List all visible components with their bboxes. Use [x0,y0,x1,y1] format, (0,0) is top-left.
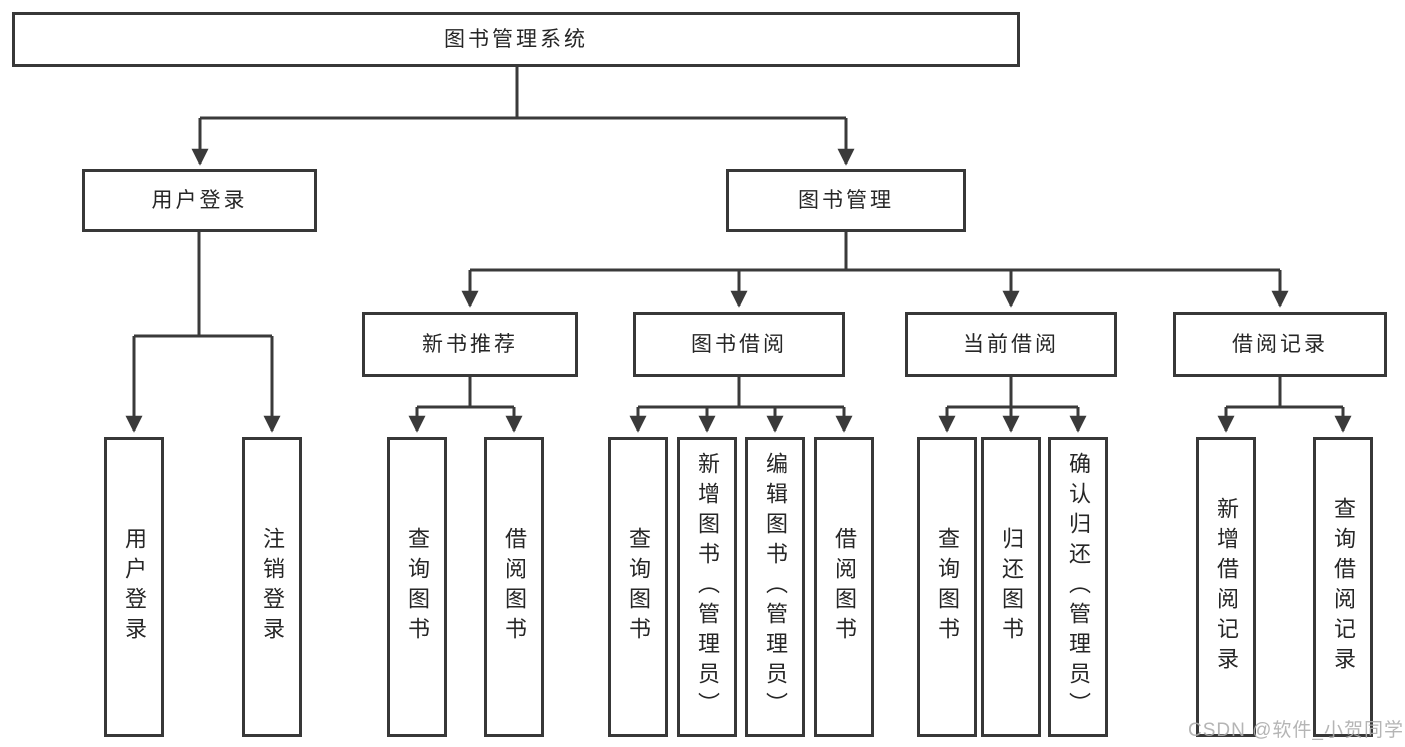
leaf-query-books-current-label: 查询图书 [935,527,960,647]
node-new-book-recommend: 新书推荐 [362,312,578,377]
node-user-login-label: 用户登录 [151,189,248,212]
leaf-borrow-books-recommend-label: 借阅图书 [502,527,527,647]
leaf-query-borrow-record-label: 查询借阅记录 [1331,497,1356,677]
leaf-user-login-label: 用户登录 [122,527,147,647]
leaf-query-books-current: 查询图书 [917,437,977,737]
leaf-confirm-return-admin: 确认归还（管理员） [1048,437,1108,737]
node-user-login: 用户登录 [82,169,317,232]
node-current-borrow-label: 当前借阅 [963,333,1059,356]
node-library-system: 图书管理系统 [12,12,1020,67]
leaf-borrow-books-recommend: 借阅图书 [484,437,544,737]
leaf-logout-label: 注销登录 [260,527,285,647]
connector-new-book-to-leaves [408,377,523,433]
connector-current-borrow-to-leaves [938,377,1087,433]
leaf-borrow-books: 借阅图书 [814,437,874,737]
leaf-query-books-borrow: 查询图书 [608,437,668,737]
connector-book-management-to-level3 [461,232,1289,308]
leaf-add-borrow-record-label: 新增借阅记录 [1214,497,1239,677]
leaf-query-books-recommend-label: 查询图书 [405,527,430,647]
leaf-add-book-admin-label: 新增图书（管理员） [695,452,720,722]
connector-root-to-level2 [191,67,855,166]
leaf-query-borrow-record: 查询借阅记录 [1313,437,1373,737]
node-current-borrow: 当前借阅 [905,312,1117,377]
node-borrow-records-label: 借阅记录 [1232,333,1328,356]
node-borrow-records: 借阅记录 [1173,312,1387,377]
node-book-borrow: 图书借阅 [633,312,845,377]
leaf-return-book-label: 归还图书 [999,527,1024,647]
leaf-user-login: 用户登录 [104,437,164,737]
node-library-system-label: 图书管理系统 [444,28,588,51]
leaf-query-books-borrow-label: 查询图书 [626,527,651,647]
leaf-confirm-return-admin-label: 确认归还（管理员） [1066,452,1091,722]
leaf-query-books-recommend: 查询图书 [387,437,447,737]
connector-user-login-to-leaves [125,232,281,433]
leaf-add-book-admin: 新增图书（管理员） [677,437,737,737]
leaf-return-book: 归还图书 [981,437,1041,737]
node-new-book-recommend-label: 新书推荐 [422,333,518,356]
leaf-edit-book-admin-label: 编辑图书（管理员） [763,452,788,722]
node-book-borrow-label: 图书借阅 [691,333,787,356]
leaf-edit-book-admin: 编辑图书（管理员） [745,437,805,737]
connector-borrow-records-to-leaves [1217,377,1352,433]
connector-book-borrow-to-leaves [629,377,853,433]
leaf-add-borrow-record: 新增借阅记录 [1196,437,1256,737]
node-book-management-label: 图书管理 [798,189,894,212]
csdn-watermark: CSDN @软件_小贺同学 [1188,720,1404,741]
leaf-logout: 注销登录 [242,437,302,737]
leaf-borrow-books-label: 借阅图书 [832,527,857,647]
node-book-management: 图书管理 [726,169,966,232]
